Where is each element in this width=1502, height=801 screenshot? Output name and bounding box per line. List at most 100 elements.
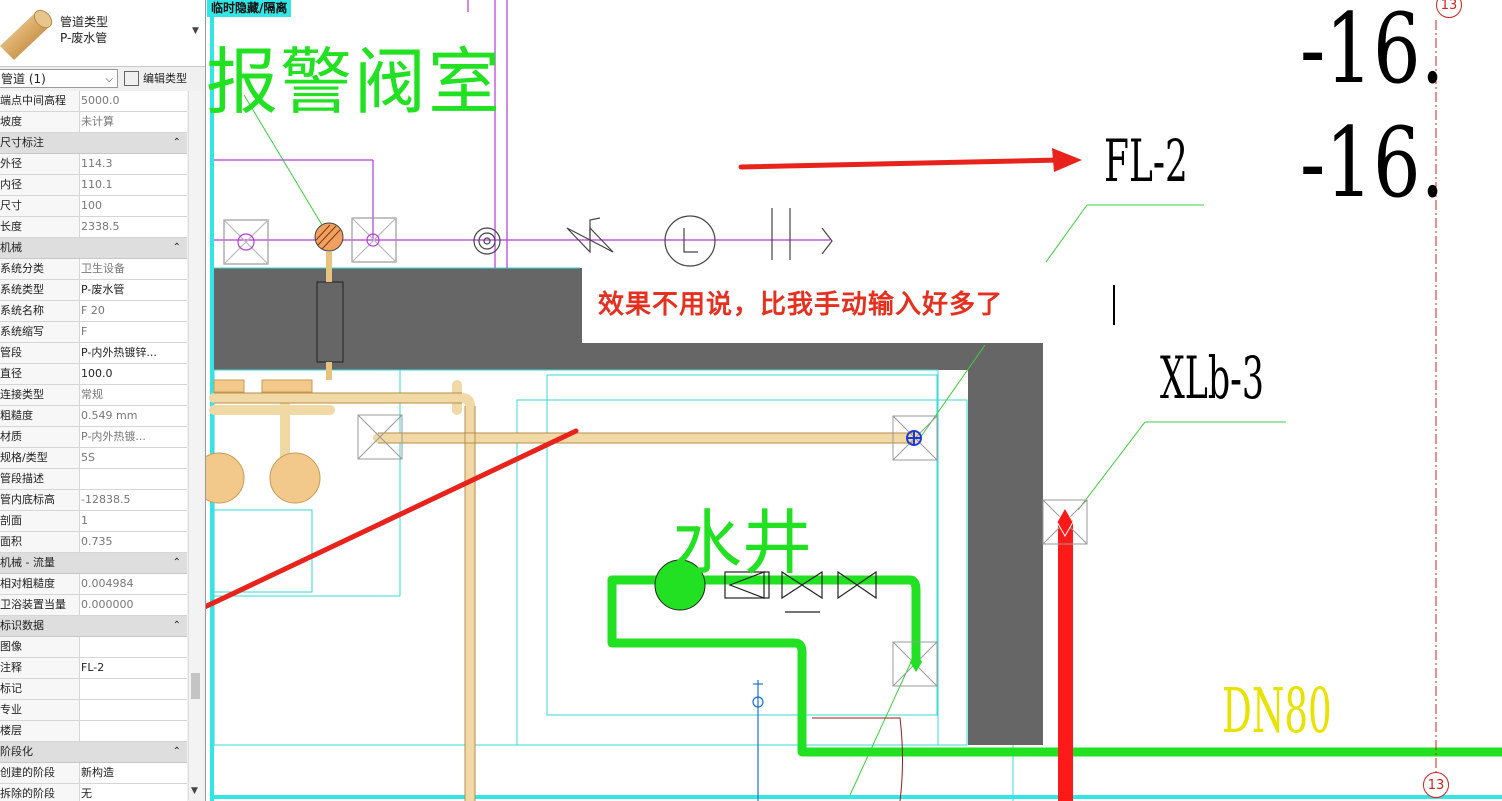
- property-value[interactable]: 100.0: [81, 367, 113, 380]
- collapse-icon[interactable]: ⌃: [172, 137, 181, 148]
- property-row[interactable]: 坡度未计算: [0, 112, 187, 133]
- property-label: 端点中间高程: [0, 91, 80, 111]
- property-group-label: 标识数据: [0, 619, 44, 632]
- chevron-down-icon[interactable]: ▼: [192, 26, 199, 36]
- property-label: 连接类型: [0, 385, 80, 405]
- collapse-icon[interactable]: ⌃: [172, 620, 181, 631]
- elevation-label-2: -16.: [1300, 107, 1445, 219]
- edit-type-icon: [124, 70, 139, 86]
- comment-text: 效果不用说，比我手动输入好多了: [598, 290, 1004, 320]
- scroll-down-icon[interactable]: ▼: [191, 786, 198, 796]
- pipe-type-thumbnail: [0, 9, 53, 60]
- grid-bubble-bottom[interactable]: 13: [1423, 772, 1449, 798]
- property-value[interactable]: 114.3: [81, 157, 113, 170]
- property-label: 长度: [0, 217, 80, 237]
- property-value[interactable]: [81, 637, 185, 657]
- property-row[interactable]: 系统分类卫生设备: [0, 259, 187, 280]
- property-value[interactable]: [81, 700, 185, 720]
- property-value[interactable]: F 20: [81, 304, 105, 317]
- property-value[interactable]: 100: [81, 199, 102, 212]
- property-value[interactable]: 无: [81, 787, 92, 800]
- property-value[interactable]: P-内外热镀锌...: [81, 346, 157, 359]
- property-row[interactable]: 连接类型常规: [0, 385, 187, 406]
- collapse-icon[interactable]: ⌃: [172, 557, 181, 568]
- property-value[interactable]: [81, 679, 185, 699]
- property-row[interactable]: 管内底标高-12838.5: [0, 490, 187, 511]
- property-value[interactable]: 新构造: [81, 766, 114, 779]
- property-label: 创建的阶段: [0, 763, 80, 783]
- collapse-icon[interactable]: ⌃: [172, 242, 181, 253]
- edit-type-button[interactable]: 编辑类型: [124, 69, 204, 88]
- property-row[interactable]: 管段描述: [0, 469, 187, 490]
- property-value[interactable]: P-废水管: [81, 283, 125, 296]
- property-value[interactable]: F: [81, 325, 88, 338]
- red-pipe: [1058, 520, 1073, 801]
- property-value[interactable]: 卫生设备: [81, 262, 125, 275]
- property-row[interactable]: 创建的阶段新构造: [0, 763, 187, 784]
- property-value[interactable]: 110.1: [81, 178, 113, 191]
- property-label: 系统分类: [0, 259, 80, 279]
- property-value[interactable]: 0.735: [81, 535, 113, 548]
- property-value[interactable]: [81, 721, 185, 741]
- property-label: 粗糙度: [0, 406, 80, 426]
- property-label: 剖面: [0, 511, 80, 531]
- property-value[interactable]: [81, 469, 185, 489]
- property-label: 面积: [0, 532, 80, 552]
- property-group[interactable]: 机械 - 流量⌃: [0, 553, 187, 574]
- property-value[interactable]: 2338.5: [81, 220, 120, 233]
- property-value[interactable]: P-内外热镀...: [81, 430, 146, 443]
- property-value[interactable]: FL-2: [81, 661, 105, 674]
- type-name: 管道类型 P-废水管: [60, 14, 108, 46]
- property-group[interactable]: 标识数据 ⌃: [0, 616, 187, 637]
- property-row[interactable]: 图像: [0, 637, 187, 658]
- property-value[interactable]: 未计算: [81, 115, 114, 128]
- property-group[interactable]: 阶段化⌃: [0, 742, 187, 763]
- pipe-tag-xlb3[interactable]: XLb-3: [1160, 344, 1265, 412]
- property-value[interactable]: 0.004984: [81, 577, 134, 590]
- property-value[interactable]: 5S: [81, 451, 95, 464]
- property-group[interactable]: 尺寸标注⌃: [0, 133, 187, 154]
- temporary-hide-isolate-label[interactable]: 临时隐藏/隔离: [207, 0, 292, 17]
- collapse-icon[interactable]: ⌃: [172, 746, 181, 757]
- property-label: 系统名称: [0, 301, 80, 321]
- property-row[interactable]: 专业: [0, 700, 187, 721]
- text-caret: [1113, 285, 1115, 325]
- drawing-canvas[interactable]: 13 13: [206, 0, 1502, 801]
- property-value[interactable]: 0.000000: [81, 598, 134, 611]
- property-value[interactable]: -12838.5: [81, 493, 131, 506]
- instance-filter-dropdown[interactable]: 管道 (1) ⌵: [0, 69, 118, 88]
- properties-scrollbar[interactable]: ▼: [188, 91, 203, 800]
- property-row[interactable]: 楼层: [0, 721, 187, 742]
- property-value[interactable]: 5000.0: [81, 94, 120, 107]
- property-group[interactable]: 机械⌃: [0, 238, 187, 259]
- scrollbar-thumb[interactable]: [191, 673, 200, 699]
- property-value[interactable]: 1: [81, 514, 88, 527]
- property-row[interactable]: 拆除的阶段无: [0, 784, 187, 801]
- property-label: 相对粗糙度: [0, 574, 80, 594]
- pipe-tag-fl2[interactable]: FL-2: [1104, 127, 1188, 195]
- property-value[interactable]: 常规: [81, 388, 103, 401]
- type-selector[interactable]: 管道类型 P-废水管 ▼: [0, 0, 205, 67]
- property-value[interactable]: 0.549 mm: [81, 409, 138, 422]
- property-row[interactable]: 标记: [0, 679, 187, 700]
